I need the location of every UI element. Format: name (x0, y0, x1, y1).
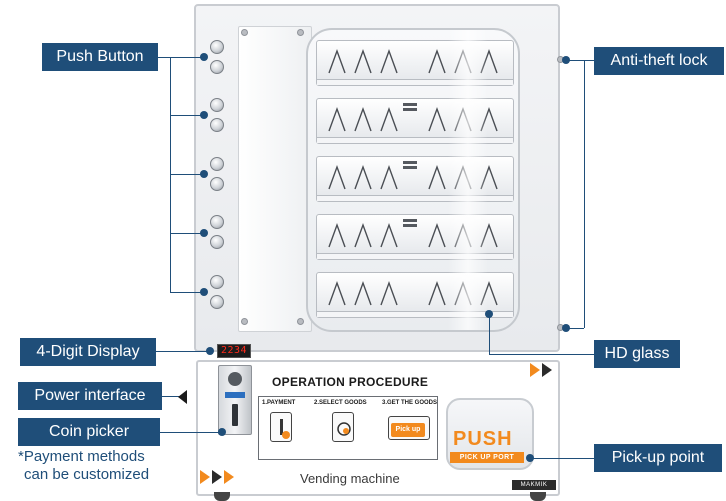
push-button-icon[interactable] (210, 215, 224, 229)
step-payment: 1.PAYMENT (262, 400, 296, 406)
label-pick-up-point: Pick-up point (594, 444, 722, 472)
label-anti-theft-lock: Anti-theft lock (594, 47, 724, 75)
chevron-icon (530, 363, 540, 377)
label-hd-glass: HD glass (594, 340, 680, 368)
label-push-button: Push Button (42, 43, 158, 71)
coin-slot-icon[interactable] (218, 365, 252, 435)
spiral-coils (328, 164, 498, 190)
screw (297, 29, 304, 36)
push-button-icon[interactable] (210, 60, 224, 74)
payment-note-line2: can be customized (24, 466, 150, 483)
button-panel (238, 26, 312, 332)
pick-up-port-label: PICK UP PORT (450, 452, 524, 463)
four-digit-display: 2234 (217, 344, 251, 358)
step-get: 3.GET THE GOODS (382, 400, 438, 406)
caster-wheel (530, 492, 546, 501)
push-button-icon[interactable] (210, 40, 224, 54)
procedure-title: OPERATION PROCEDURE (272, 375, 429, 389)
chevron-icon (200, 470, 210, 484)
step-select: 2.SELECT GOODS (314, 400, 367, 406)
push-button-icon[interactable] (210, 275, 224, 289)
push-button-icon[interactable] (210, 177, 224, 191)
label-power-interface: Power interface (18, 382, 162, 410)
coin-slot-icon (270, 412, 292, 442)
spiral-coils (328, 48, 498, 74)
machine-name: Vending machine (300, 471, 400, 486)
hd-glass-window (306, 28, 520, 332)
chevron-icon (212, 470, 222, 484)
push-button-icon[interactable] (210, 295, 224, 309)
power-jack (178, 390, 187, 404)
spiral-coils (328, 280, 498, 306)
screw (241, 318, 248, 325)
brand-logo: MAKMIK (512, 480, 556, 490)
spiral-coils (328, 222, 498, 248)
push-button-icon[interactable] (210, 235, 224, 249)
pickup-chip: Pick up (391, 423, 425, 437)
push-button-icon[interactable] (210, 157, 224, 171)
chevron-icon (224, 470, 234, 484)
screw (297, 318, 304, 325)
push-button-icon[interactable] (210, 118, 224, 132)
push-label: PUSH (453, 428, 513, 450)
spiral-coils (328, 106, 498, 132)
label-four-digit-display: 4-Digit Display (20, 338, 156, 366)
push-button-icon[interactable] (210, 98, 224, 112)
screw (241, 29, 248, 36)
payment-note-line1: *Payment methods (18, 448, 145, 465)
label-coin-picker: Coin picker (18, 418, 160, 446)
push-button-icon (332, 412, 354, 442)
chevron-icon (542, 363, 552, 377)
caster-wheel (214, 492, 230, 501)
